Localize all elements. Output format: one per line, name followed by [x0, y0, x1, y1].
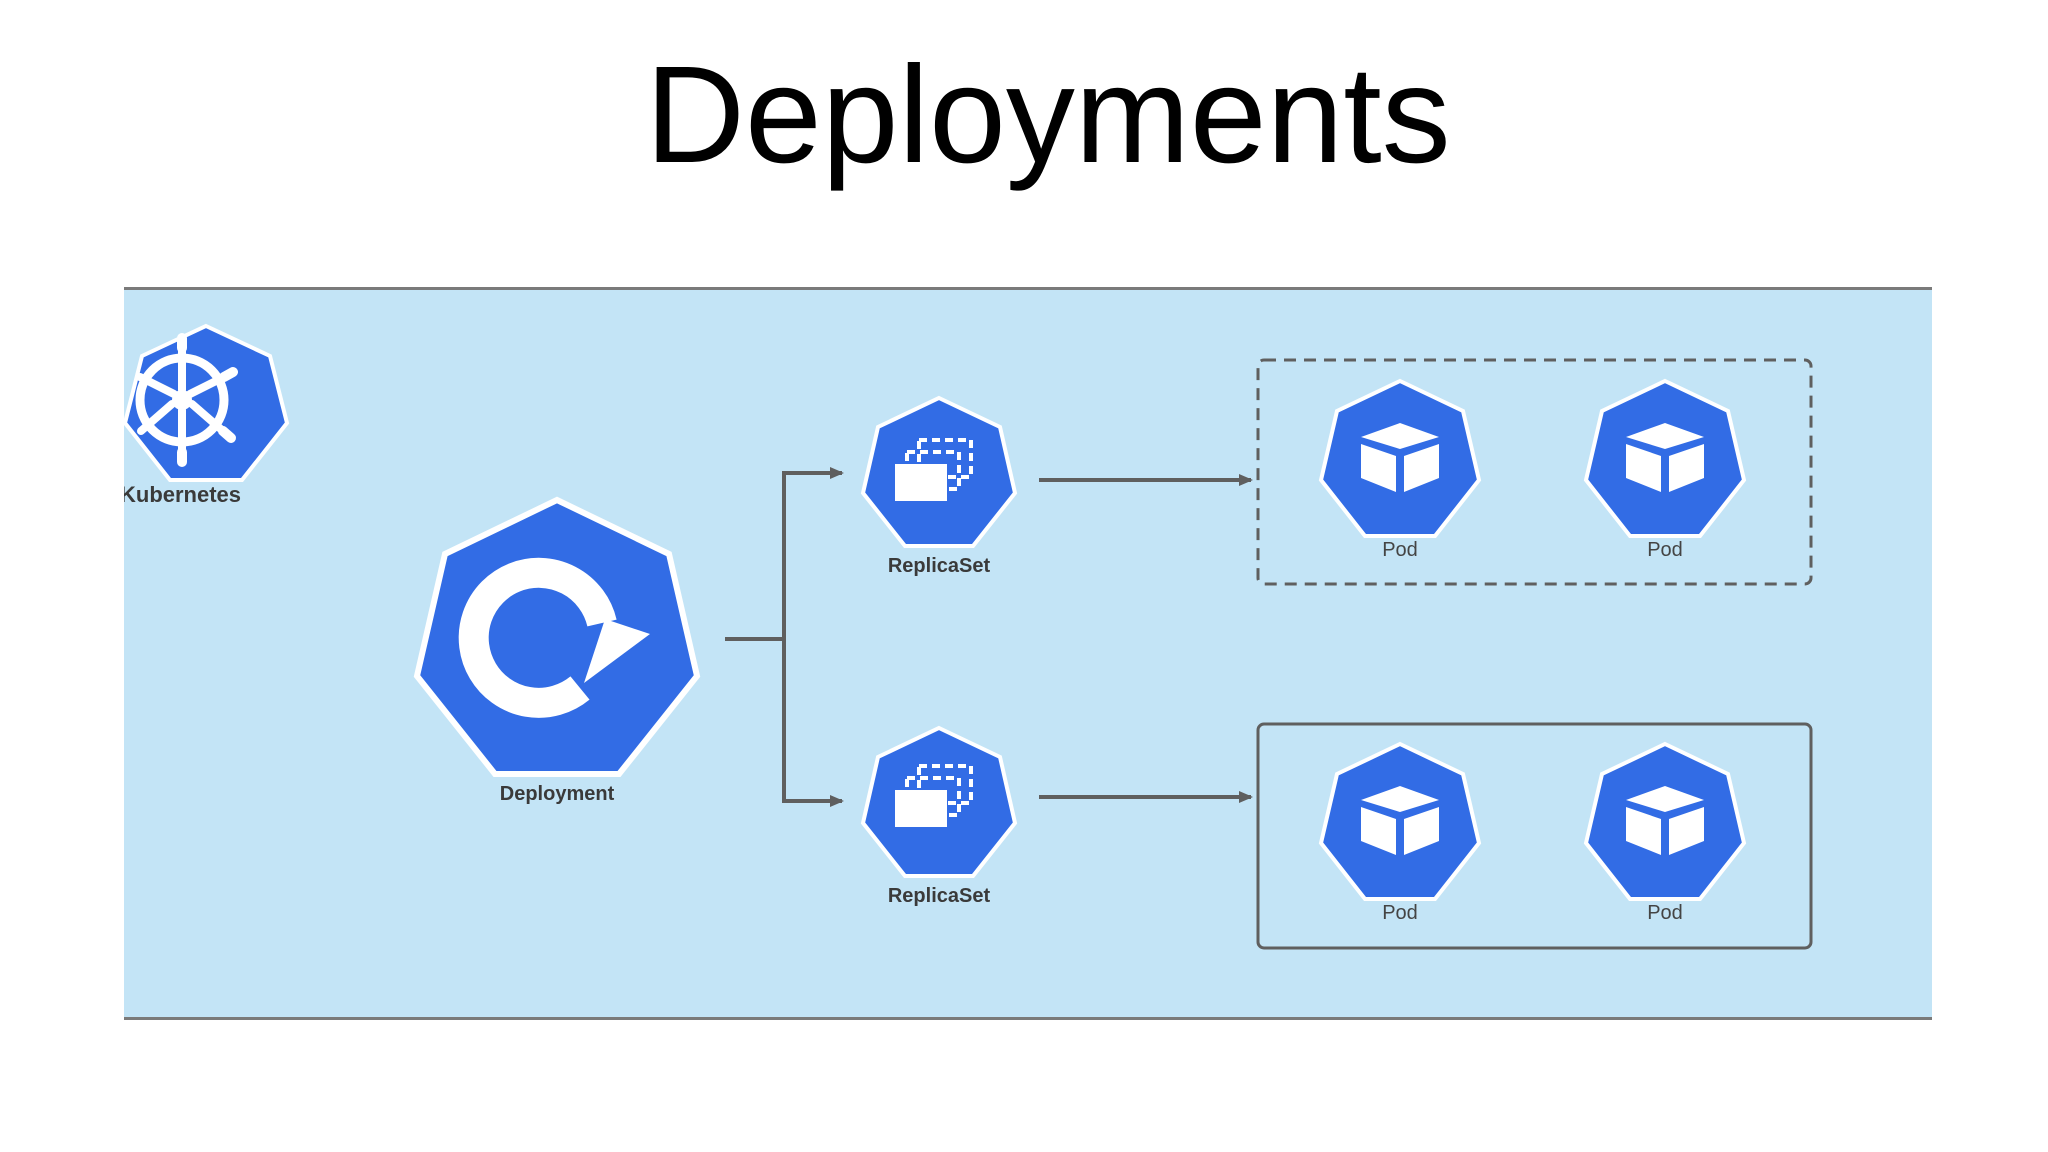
deployment-diagram: Kubernetes Deployment [124, 287, 1932, 1020]
pod-1: Pod [1318, 378, 1482, 561]
cube-icon [1361, 786, 1439, 855]
kubernetes-logo: Kubernetes [124, 323, 290, 507]
pod-4: Pod [1583, 741, 1747, 924]
pod-group-2: Pod Pod [1256, 722, 1813, 950]
kubernetes-logo-badge [124, 323, 290, 482]
deployment-node: Deployment [413, 496, 701, 805]
pod-group-2-border [1256, 722, 1813, 950]
deployment-badge [413, 496, 701, 777]
replicaset-2-label: ReplicaSet [888, 885, 991, 907]
pod-2-label: Pod [1647, 539, 1683, 561]
pod-4-badge [1583, 741, 1747, 901]
connector-deployment-to-replicaset-2 [782, 639, 844, 807]
pod-group-1: Pod Pod [1256, 358, 1813, 586]
deployment-label: Deployment [500, 783, 615, 805]
slide-title: Deployments [645, 38, 1451, 192]
connectors [725, 467, 1253, 807]
kubernetes-helm-icon [135, 333, 238, 467]
stacked-boxes-icon [895, 764, 973, 827]
connector-deployment-to-replicaset-1 [782, 467, 844, 639]
replicaset-node-2: ReplicaSet [860, 725, 1018, 907]
cube-icon [1361, 423, 1439, 492]
pod-4-label: Pod [1647, 902, 1683, 924]
pod-1-label: Pod [1382, 539, 1418, 561]
pod-3-label: Pod [1382, 902, 1418, 924]
kubernetes-label: Kubernetes [124, 482, 241, 507]
rolling-update-icon [458, 557, 650, 718]
cube-icon [1626, 423, 1704, 492]
pod-1-badge [1318, 378, 1482, 538]
pod-3: Pod [1318, 741, 1482, 924]
pod-2-badge [1583, 378, 1747, 538]
pod-3-badge [1318, 741, 1482, 901]
replicaset-node-1: ReplicaSet [860, 395, 1018, 577]
pod-group-1-border [1256, 358, 1813, 586]
replicaset-1-label: ReplicaSet [888, 555, 991, 577]
stacked-boxes-icon [895, 438, 973, 501]
cube-icon [1626, 786, 1704, 855]
pod-2: Pod [1583, 378, 1747, 561]
